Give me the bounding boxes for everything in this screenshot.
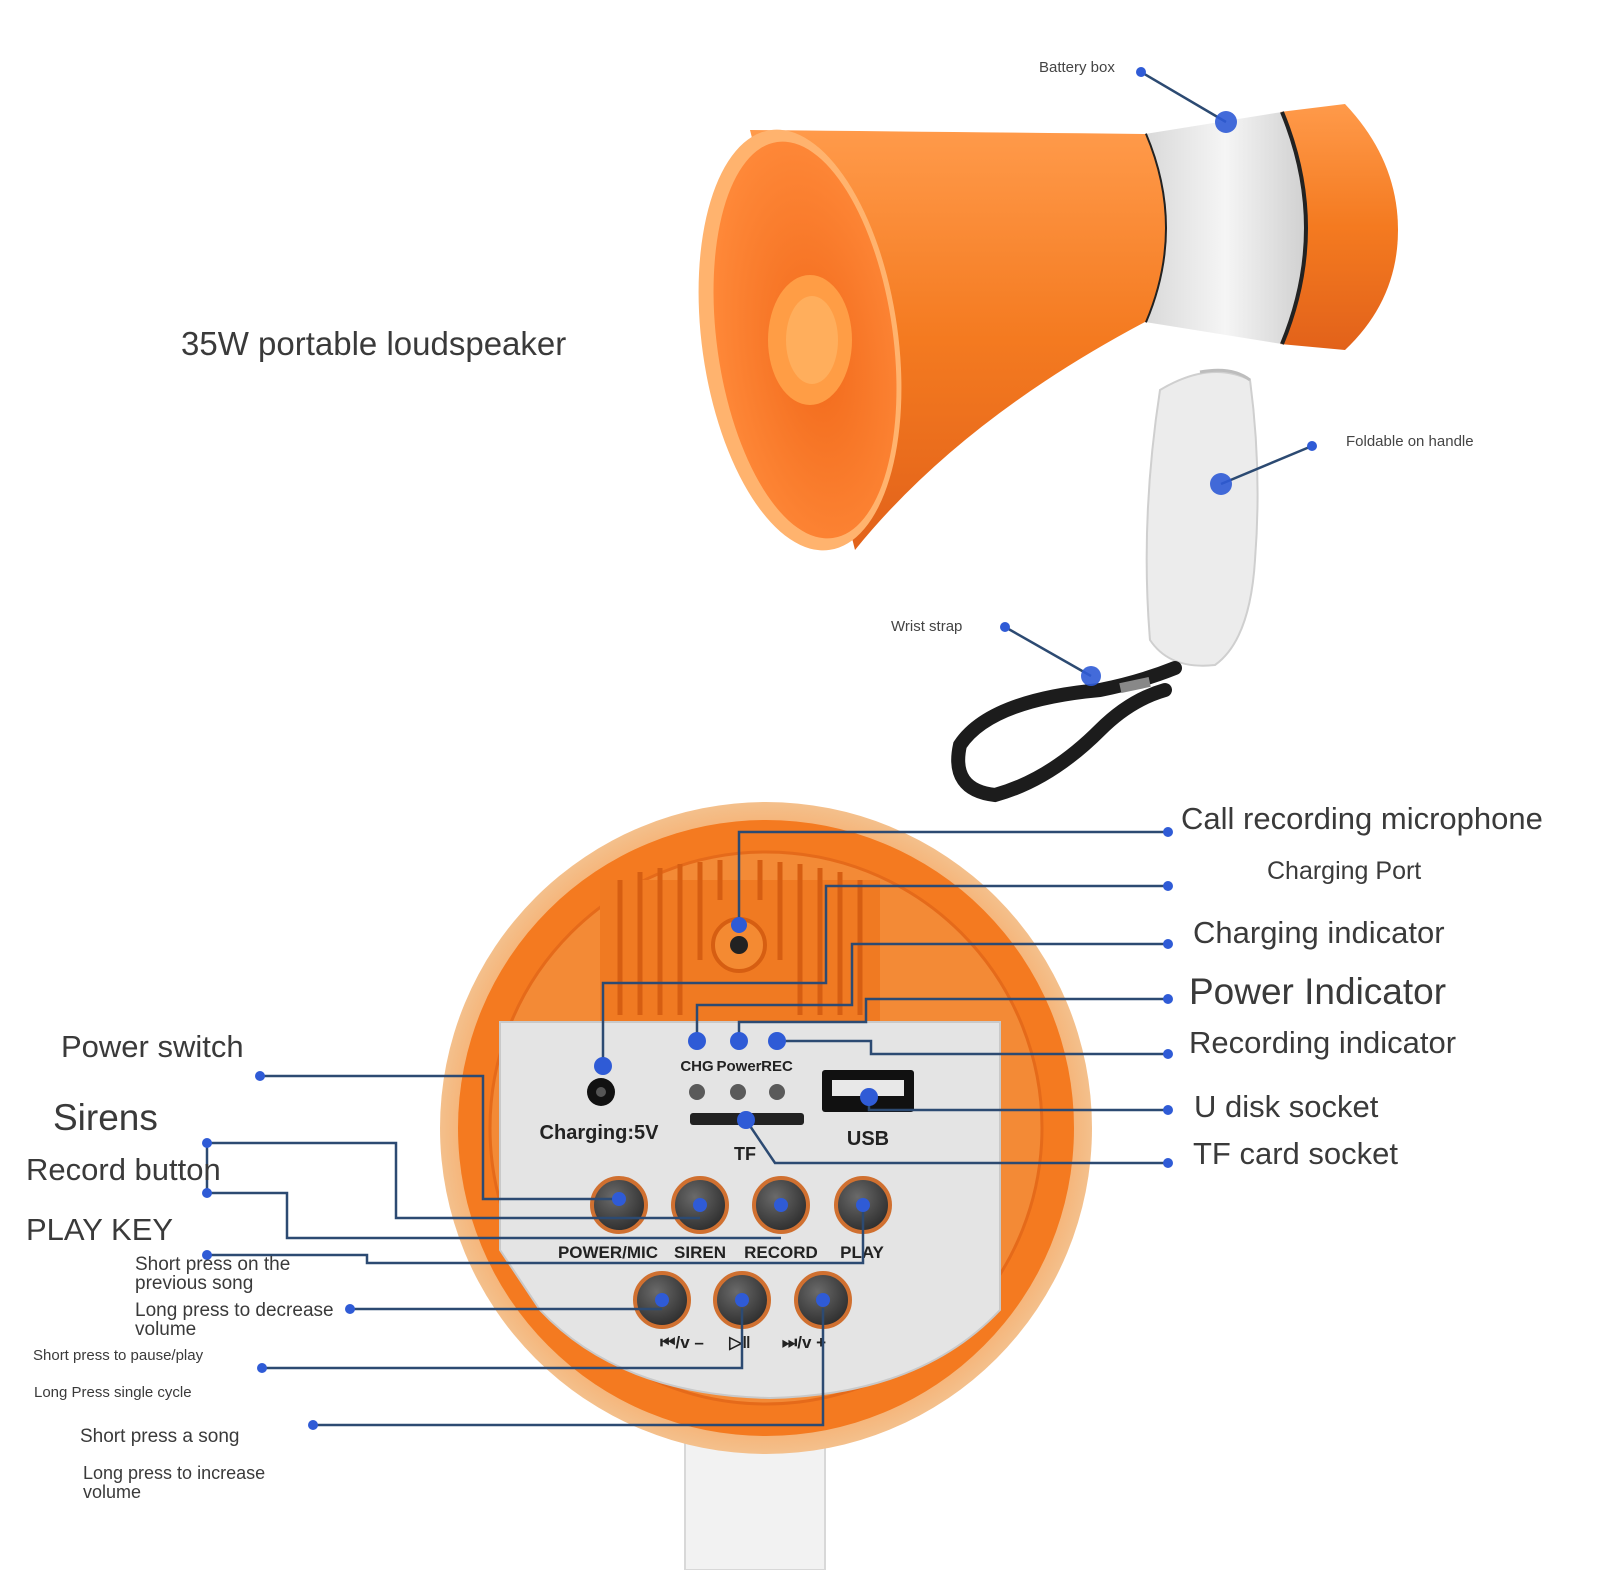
callout-dots [202,67,1317,1430]
record-button-label: Record button [26,1152,221,1187]
next-leader [313,1308,825,1427]
strap-leader [1004,625,1092,678]
usb-label: USB [847,1128,889,1150]
rec-led [769,1084,785,1100]
leader-lines [205,70,1313,1427]
sirens-label: Sirens [53,1097,158,1138]
tf-card-socket-label: TF card socket [1193,1136,1398,1171]
megaphone-rear-view: CHG Power REC Charging:5V TF USB POWER/M… [440,802,1092,1570]
prev-long-label-2: volume [135,1319,197,1340]
sirens-leader [207,1141,700,1220]
wrist-strap [951,661,1182,803]
record-label: RECORD [744,1243,818,1262]
rear-cylinder [1280,104,1398,350]
prev-long-label-1: Long press to decrease [135,1300,334,1321]
prev-short-label-1: Short press on the [135,1254,291,1275]
battery-box-label: Battery box [1039,59,1115,76]
pause-leader [262,1308,744,1370]
power-label: Power [716,1058,761,1075]
battery-leader [1140,70,1227,124]
next-short-label: Short press a song [80,1426,240,1447]
wrist-strap-label: Wrist strap [891,618,963,635]
charging-indicator-leader [695,942,1168,1041]
handle-leader [1220,444,1313,486]
tf-leader [744,1119,1168,1165]
rec-label: REC [761,1058,793,1075]
charging-port-leader [601,884,1168,1066]
chg-label: CHG [680,1058,713,1075]
battery-band [1145,112,1306,344]
power-led [730,1084,746,1100]
chg-led [689,1084,705,1100]
tf-label: TF [734,1144,756,1164]
pause-short-label: Short press to pause/play [33,1347,204,1364]
record-leader [207,1191,781,1240]
call-recording-microphone-label: Call recording microphone [1181,801,1543,836]
charging-port-label: Charging Port [1267,857,1422,885]
u-disk-socket-label: U disk socket [1194,1089,1379,1124]
foldable-handle-label: Foldable on handle [1346,433,1474,450]
power-switch-label: Power switch [61,1029,244,1064]
page-title: 35W portable loudspeaker [181,325,567,362]
charging-indicator-label: Charging indicator [1193,915,1445,950]
prev-short-label-2: previous song [135,1273,254,1294]
power-indicator-leader [737,997,1168,1041]
charging-label: Charging:5V [540,1122,660,1144]
play-pause-label: ▷‖ [728,1333,751,1352]
next-long-label-1: Long press to increase [83,1463,266,1483]
recording-indicator-label: Recording indicator [1189,1025,1457,1060]
play-leader [207,1210,865,1265]
power-switch-leader [260,1074,619,1201]
prev-label: ⏮/v – [660,1333,704,1352]
mic-leader [737,830,1168,925]
control-panel [499,1021,1001,1400]
foldable-handle [1145,371,1259,667]
siren-label: SIREN [674,1243,726,1262]
megaphone-side-view [698,104,1398,803]
next-label: ⏭/v + [782,1333,826,1352]
pause-long-label: Long Press single cycle [34,1384,192,1401]
play-key-label: PLAY KEY [26,1212,174,1247]
power-indicator-label: Power Indicator [1189,971,1447,1012]
recording-indicator-leader [777,1039,1168,1056]
power-mic-label: POWER/MIC [558,1243,658,1262]
next-long-label-2: volume [83,1482,142,1502]
